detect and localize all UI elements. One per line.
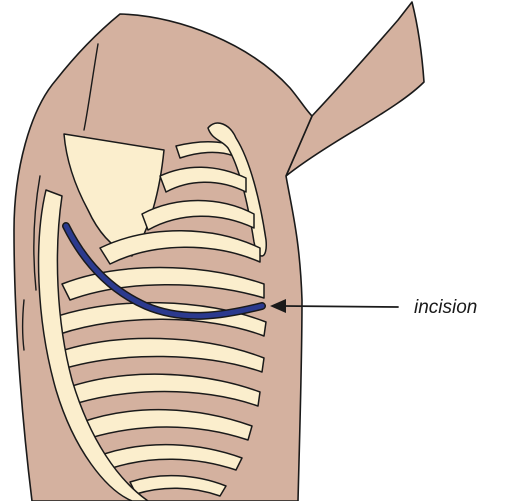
incision-label: incision [414,297,477,318]
torso [14,14,312,501]
raised-arm [286,2,424,176]
pointer-arrow-line [284,306,398,307]
